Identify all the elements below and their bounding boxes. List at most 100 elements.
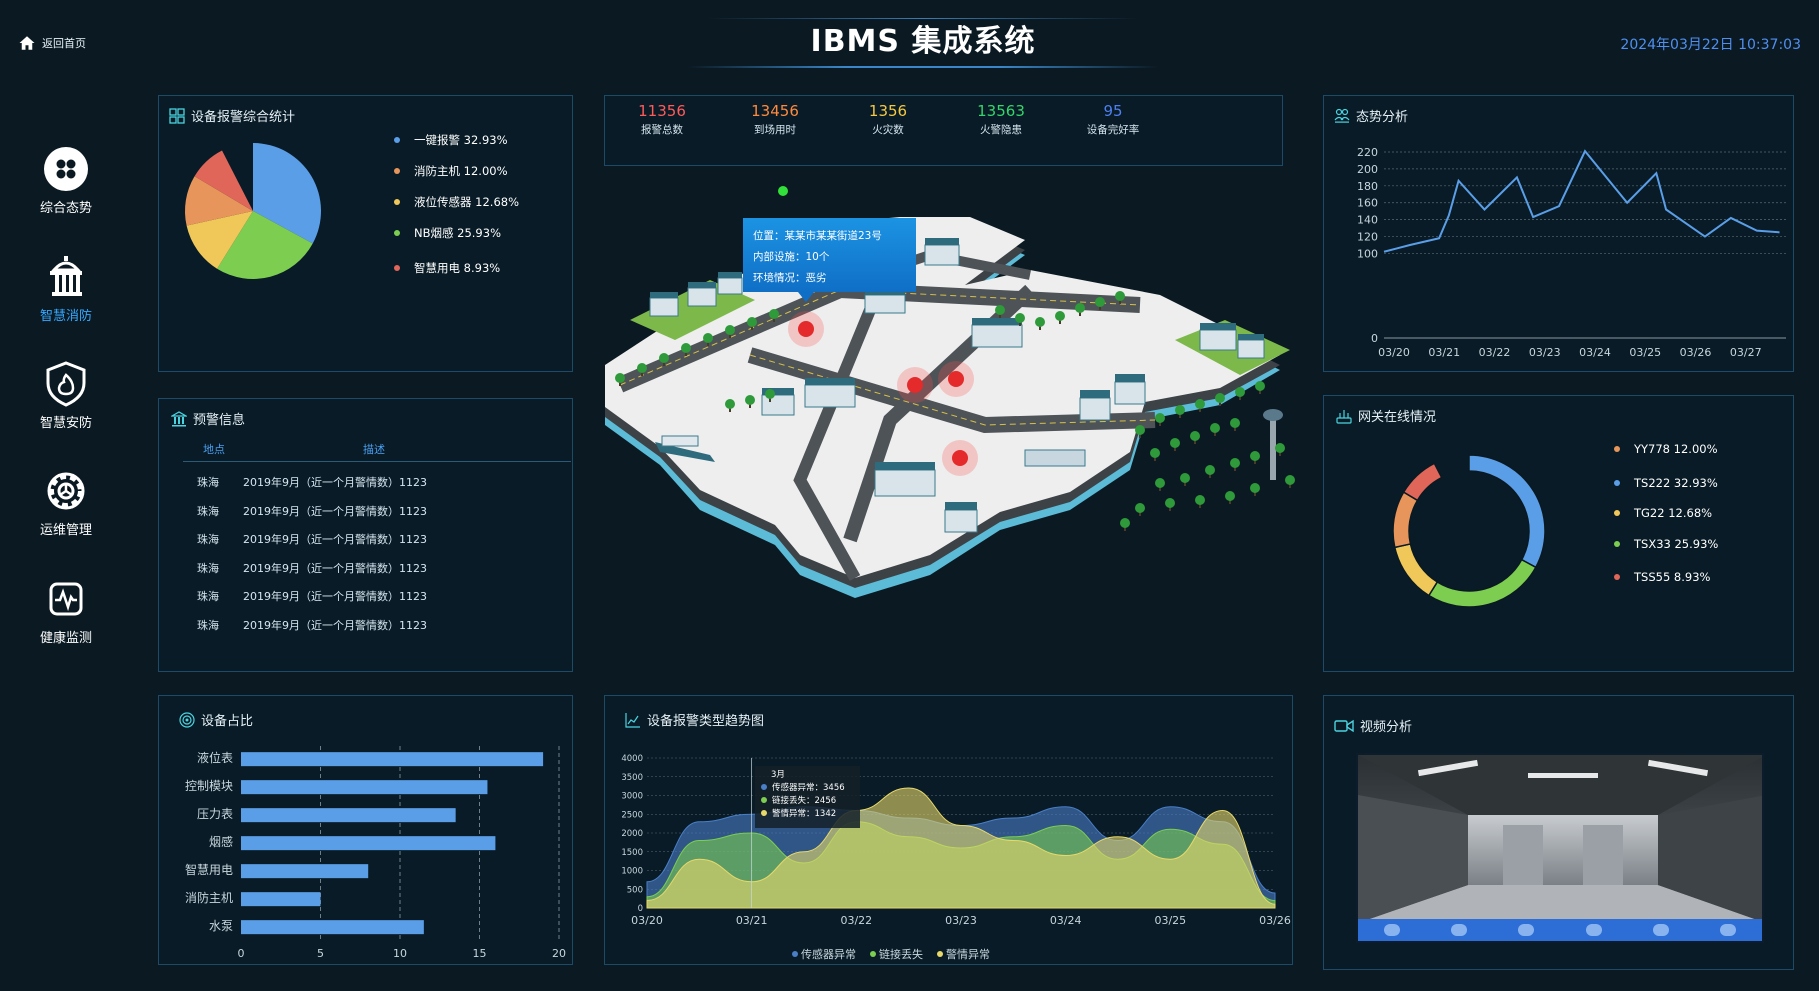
zoom-out-icon[interactable] xyxy=(1450,924,1467,936)
nav-item-ops[interactable]: 运维管理 xyxy=(26,467,106,538)
legend-dot xyxy=(1614,541,1620,547)
bar-液位表[interactable] xyxy=(241,752,544,767)
legend-label: TS222 32.93% xyxy=(1634,476,1718,490)
page-title: IBMS 集成系统 xyxy=(810,24,1036,59)
close-icon[interactable] xyxy=(1720,924,1737,936)
tree xyxy=(1155,478,1165,488)
cell-place: 珠海 xyxy=(197,561,219,575)
tree xyxy=(1195,399,1205,409)
legend-label: YY778 12.00% xyxy=(1634,442,1718,456)
y-tick-label: 140 xyxy=(1357,214,1378,227)
tower xyxy=(1263,409,1283,480)
tree xyxy=(1210,423,1220,433)
bar-控制模块[interactable] xyxy=(241,780,488,795)
x-tick-label: 03/21 xyxy=(1428,346,1460,359)
cell-desc: 2019年9月（近一个月警情数）1123 xyxy=(243,504,427,518)
x-tick-label: 03/26 xyxy=(1259,914,1291,927)
tree xyxy=(747,317,757,327)
video-feed[interactable] xyxy=(1356,753,1764,943)
cell-place: 珠海 xyxy=(197,590,219,604)
x-tick-label: 03/21 xyxy=(736,914,768,927)
pie-slice-YY778[interactable] xyxy=(1392,491,1419,549)
heartbeat-icon xyxy=(42,575,90,623)
tree xyxy=(1190,431,1200,441)
home-link[interactable]: 返回首页 xyxy=(18,34,86,52)
record-icon[interactable] xyxy=(1652,924,1669,936)
tree xyxy=(1175,405,1185,415)
y-tick-label: 120 xyxy=(1357,231,1378,244)
stat-value: 1356 xyxy=(868,102,908,120)
tooltip-location: 位置：某某市某某街道23号 xyxy=(753,230,882,242)
legend-dot xyxy=(1614,510,1620,516)
people-icon xyxy=(1334,108,1350,123)
grid-icon xyxy=(42,145,90,193)
bar-消防主机[interactable] xyxy=(241,892,321,907)
pie-slice-TSX33[interactable] xyxy=(1427,558,1537,608)
panel-title: 网关在线情况 xyxy=(1336,406,1436,425)
pie-slice-智慧用电[interactable] xyxy=(194,150,253,211)
legend-item: TSX33 25.93% xyxy=(1614,537,1718,551)
status-dot xyxy=(778,186,788,196)
y-tick-label: 2500 xyxy=(621,810,643,820)
fullscreen-icon[interactable] xyxy=(1518,924,1535,936)
tooltip-title: 3月 xyxy=(771,770,785,780)
title-decoration-top xyxy=(708,18,1138,19)
tree xyxy=(1120,518,1130,528)
bar-水泵[interactable] xyxy=(241,920,424,935)
nav-item-health[interactable]: 健康监测 xyxy=(26,575,106,646)
tree xyxy=(1115,291,1125,301)
cell-place: 珠海 xyxy=(197,476,219,490)
y-tick-label: 2000 xyxy=(621,829,643,839)
nav-item-security[interactable]: 智慧安防 xyxy=(26,360,106,431)
panel-title: 设备占比 xyxy=(179,710,253,729)
bar-智慧用电[interactable] xyxy=(241,864,369,879)
pie-slice-TG22[interactable] xyxy=(1393,543,1439,597)
legend-label: 警情异常 xyxy=(946,947,990,961)
y-category-label: 智慧用电 xyxy=(185,862,233,877)
tree xyxy=(1135,503,1145,513)
building-icon xyxy=(171,410,187,426)
x-tick-label: 0 xyxy=(238,947,245,960)
stat-label: 火警隐患 xyxy=(980,124,1022,136)
bar-烟感[interactable] xyxy=(241,836,496,851)
tree xyxy=(615,373,625,383)
nav-item-fire[interactable]: 智慧消防 xyxy=(26,253,106,324)
stat-item: 1356 火灾数 xyxy=(833,102,943,137)
alarm-stats-panel: 设备报警综合统计 一键报警 32.93%消防主机 12.00%液位传感器 12.… xyxy=(158,95,573,372)
tree xyxy=(1205,465,1215,475)
stat-label: 火灾数 xyxy=(872,124,904,136)
stat-value: 13456 xyxy=(751,102,799,120)
pie-slice-消防主机[interactable] xyxy=(185,176,253,226)
legend-label: 传感器异常 xyxy=(801,948,856,961)
router-icon xyxy=(1336,409,1352,424)
nav-item-overview[interactable]: 综合态势 xyxy=(26,145,106,216)
y-tick-label: 160 xyxy=(1357,197,1378,210)
pie-slice-NB烟感[interactable] xyxy=(217,211,313,279)
zoom-in-icon[interactable] xyxy=(1383,924,1400,936)
legend-label: 液位传感器 12.68% xyxy=(414,195,520,209)
legend-item: NB烟感 25.93% xyxy=(394,225,501,241)
title-decoration-bottom xyxy=(688,66,1158,68)
pie-slice-一键报警[interactable] xyxy=(253,143,321,244)
pie-slice-TSS55[interactable] xyxy=(1402,462,1443,502)
y-tick-label: 1500 xyxy=(621,848,643,858)
bar-压力表[interactable] xyxy=(241,808,456,823)
y-tick-label: 0 xyxy=(638,904,643,914)
tooltip-facilities: 内部设施：10个 xyxy=(753,251,830,263)
x-tick-label: 03/24 xyxy=(1579,346,1611,359)
pie-slice-TS222[interactable] xyxy=(1468,454,1546,569)
tree xyxy=(1275,443,1285,453)
x-tick-label: 03/22 xyxy=(840,914,872,927)
y-tick-label: 1000 xyxy=(621,867,643,877)
refresh-icon[interactable] xyxy=(1585,924,1602,936)
pie-slice-液位传感器[interactable] xyxy=(186,211,253,269)
